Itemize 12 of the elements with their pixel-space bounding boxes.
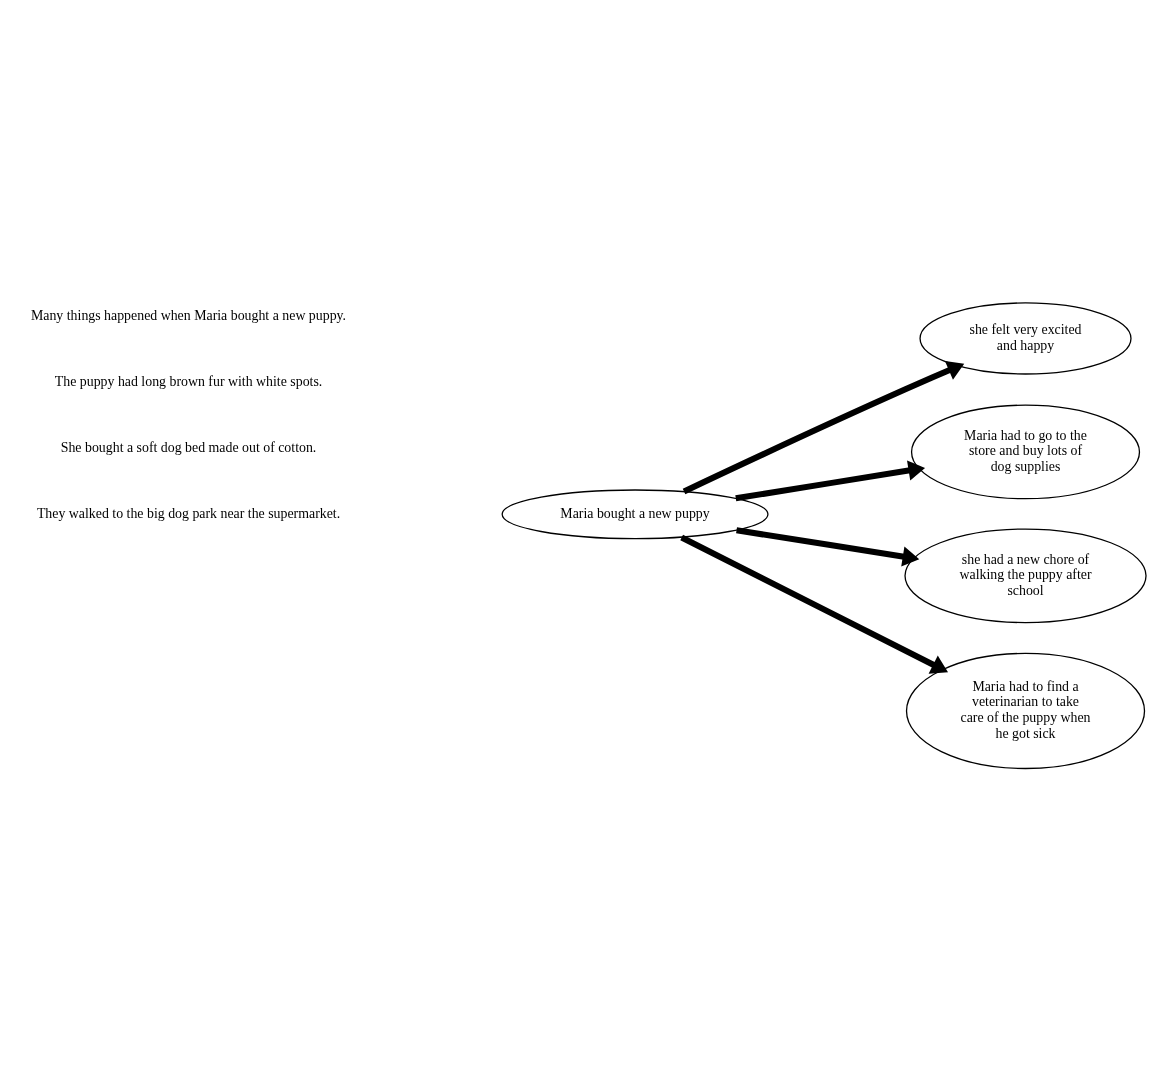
label: The puppy had long brown fur with white spots.	[54, 373, 323, 389]
arrow	[736, 527, 920, 567]
node-ellipse: Maria had to go to the store and buy lots of dog supplies	[910, 404, 1141, 500]
label: She bought a soft dog bed made out of cotton.	[60, 439, 317, 455]
label: They walked to the big dog park near the supermarket.	[36, 505, 341, 521]
node-ellipse: Maria bought a new puppy	[501, 489, 769, 540]
arrow	[680, 534, 949, 674]
label: Many things happened when Maria bought a new puppy.	[30, 308, 347, 324]
arrow	[735, 460, 926, 502]
node-ellipse: she felt very excited and happy	[919, 302, 1132, 375]
arrow	[682, 360, 965, 495]
node-ellipse: she had a new chore of walking the puppy after school	[904, 528, 1147, 624]
